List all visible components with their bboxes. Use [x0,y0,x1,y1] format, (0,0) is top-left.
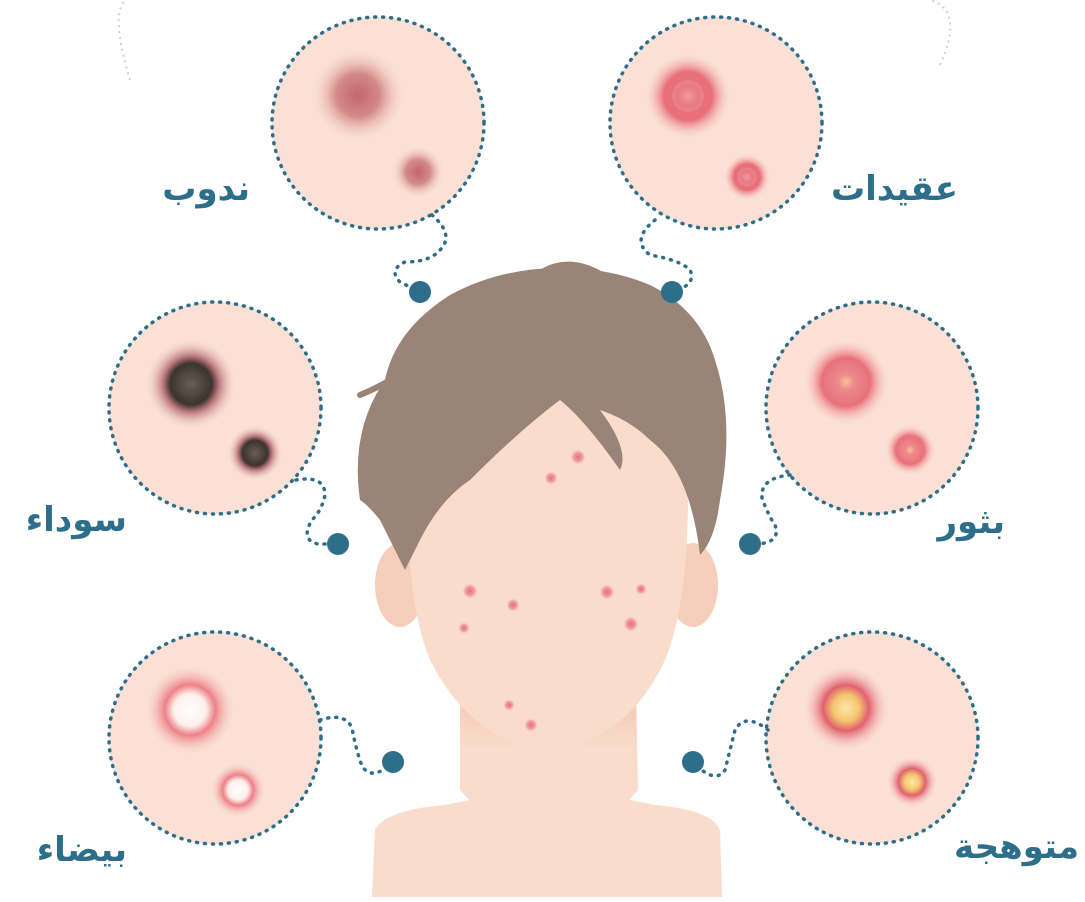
arc-right [930,0,950,65]
inflamed-large [802,664,890,752]
whiteheads-callout [109,632,404,844]
spot [506,598,520,612]
person-figure [358,266,727,897]
pimples-label: بثور [937,505,1005,539]
spot [570,449,586,465]
spot [458,622,470,634]
arc-left [119,0,150,80]
spot [635,583,647,595]
inflamed-label: متوهجة [954,830,1079,864]
scars-connector [395,215,446,292]
spot [599,584,615,600]
scar-small [391,145,445,199]
spot [544,471,558,485]
blackheads-label: سوداء [26,503,127,537]
whiteheads-connector [320,717,393,773]
whitehead-large [144,664,236,756]
pimples-dot [739,533,761,555]
nodule-large [644,52,732,140]
blackhead-large [145,338,237,430]
nodules-dot [661,281,683,303]
nodule-small [723,153,771,201]
pimples-connector [750,475,790,544]
nodules-connector [641,220,691,292]
spot [524,718,538,732]
scars-callout [272,17,484,303]
spot [623,616,639,632]
spot [503,699,515,711]
blackheads-callout [109,302,349,555]
whiteheads-label: بيضاء [37,833,127,867]
nodules-callout [610,17,822,303]
pimple-large [802,338,890,426]
whiteheads-dot [382,751,404,773]
scar-large [310,47,406,143]
blackheads-connector [296,479,338,544]
inflamed-callout [682,632,978,844]
inflamed-connector [693,721,768,776]
nodules-label: عقيدات [831,172,958,206]
inflamed-dot [682,751,704,773]
spot [462,583,478,599]
whitehead-small [210,762,266,818]
blackheads-dot [327,533,349,555]
blackhead-small [227,425,283,481]
scars-dot [409,281,431,303]
pimple-small [884,424,936,476]
inflamed-small [886,756,938,808]
scars-label: ندوب [162,172,250,206]
